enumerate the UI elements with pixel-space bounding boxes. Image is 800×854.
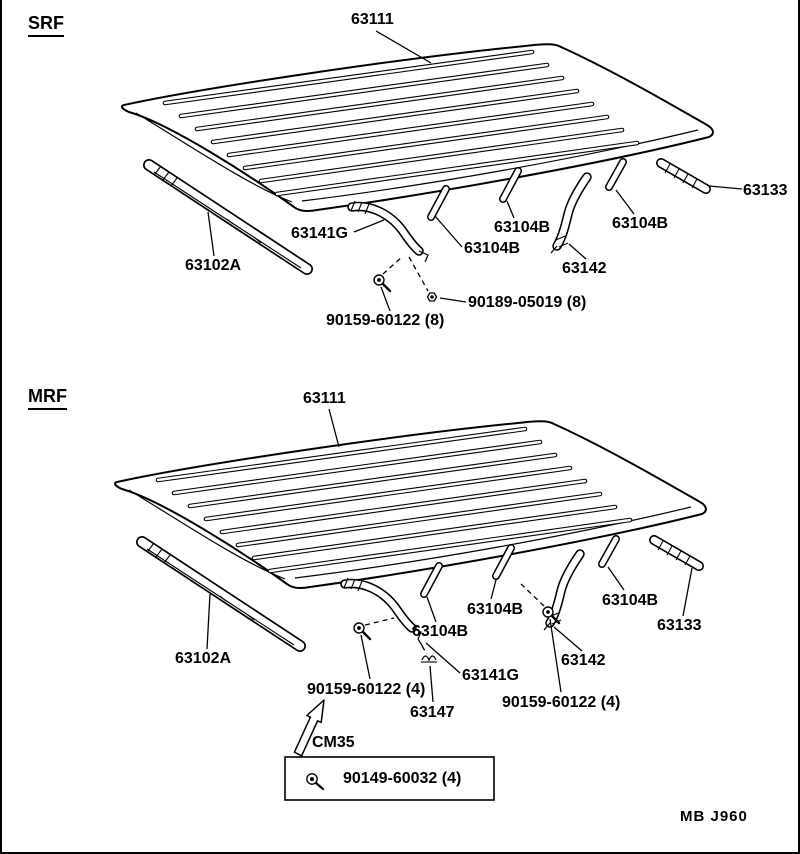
part-label-63142-srf: 63142 — [562, 260, 607, 277]
roof-ribs — [162, 49, 640, 197]
part-label-90159-srf: 90159-60122 (8) — [326, 312, 445, 329]
part-label-63111-srf: 63111 — [351, 11, 394, 28]
part-label-63104b-low-srf: 63104B — [464, 240, 521, 257]
part-label-63102a-srf: 63102A — [185, 257, 242, 274]
part-label-63133-srf: 63133 — [743, 182, 788, 199]
strap-63104b-3 — [605, 158, 627, 191]
part-label-63104b-mid-srf: 63104B — [494, 219, 551, 236]
page-code: MB J960 — [680, 808, 748, 825]
roof-bow-63142 — [550, 172, 592, 254]
part-label-63111-mrf: 63111 — [303, 390, 346, 407]
nut-icon — [426, 292, 438, 302]
header-panel-63102a — [143, 159, 313, 275]
mrf-fasteners — [353, 583, 561, 663]
clip-63147-icon — [421, 655, 437, 663]
roof-bow-63141g — [347, 200, 429, 263]
bolt-icon — [373, 274, 392, 293]
part-label-63104b-right-mrf: 63104B — [602, 592, 659, 609]
srf-leader-lines — [207, 30, 743, 312]
part-label-63104b-low-mrf: 63104B — [412, 623, 469, 640]
part-label-63141g-mrf: 63141G — [462, 667, 519, 684]
srf-fasteners — [373, 255, 438, 302]
section-heading-srf: SRF — [28, 13, 64, 37]
part-callout-box — [284, 756, 495, 801]
part-label-63142-mrf: 63142 — [561, 652, 606, 669]
bolt-icon — [353, 622, 372, 641]
strap-63104b-2 — [499, 167, 522, 203]
part-label-63133-mrf: 63133 — [657, 617, 702, 634]
roof-reinforcement-parts — [143, 158, 711, 275]
part-label-63104b-right-srf: 63104B — [612, 215, 669, 232]
part-label-63141g-srf: 63141G — [291, 225, 348, 242]
code-label-cm35: CM35 — [312, 734, 355, 751]
part-label-90159-right-mrf: 90159-60122 (4) — [502, 694, 621, 711]
mrf-leader-lines — [206, 408, 693, 703]
screw-icon — [306, 773, 325, 791]
rail-63133 — [656, 158, 711, 194]
part-label-63104b-center-mrf: 63104B — [467, 601, 524, 618]
roof-panel-drawing — [120, 43, 714, 212]
bolt-icon — [542, 606, 561, 625]
part-label-63147-mrf: 63147 — [410, 704, 455, 721]
part-label-63102a-mrf: 63102A — [175, 650, 232, 667]
strap-63104b-1 — [427, 185, 450, 221]
part-label-90149-boxed: 90149-60032 (4) — [343, 770, 462, 787]
section-heading-mrf: MRF — [28, 386, 67, 410]
cm35-arrow-icon — [293, 699, 325, 757]
part-label-90159-left-mrf: 90159-60122 (4) — [307, 681, 426, 698]
part-label-90189-srf: 90189-05019 (8) — [468, 294, 587, 311]
